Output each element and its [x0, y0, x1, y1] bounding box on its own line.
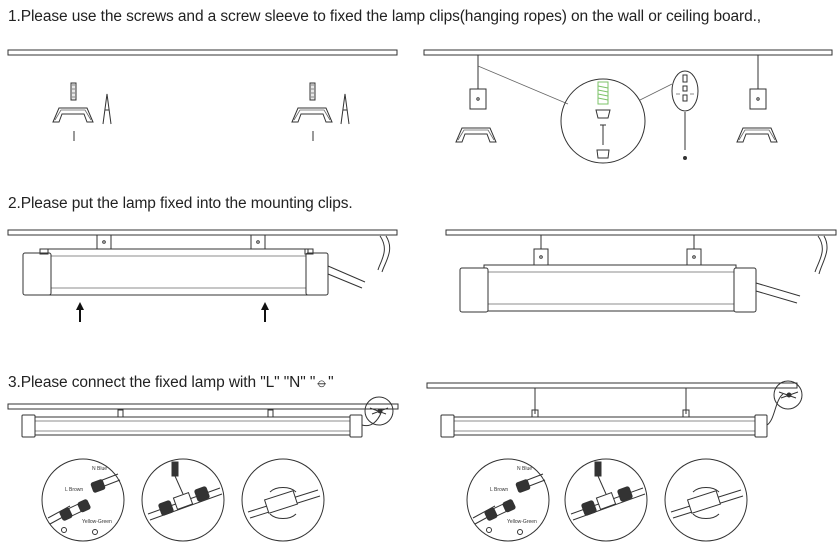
up-arrow-icon: [261, 302, 269, 322]
rope-hook-icon: [102, 93, 112, 125]
clip-assembly-left: [52, 82, 112, 141]
power-cable: [327, 265, 366, 283]
step-3-right-panel: N Blue L Brown Yellow-Green: [426, 380, 803, 542]
lamp-end-cap: [459, 267, 489, 313]
up-arrow-icon: [76, 302, 84, 322]
clip-assembly-right: [291, 82, 350, 141]
rotate-arrow-icon: [692, 487, 720, 493]
step-1-left-panel: [7, 49, 398, 141]
label-l-brown: L Brown: [65, 487, 83, 493]
mounting-clip: [96, 234, 112, 250]
mounting-clip: [533, 248, 549, 266]
ceiling-board: [426, 382, 798, 389]
label-ground: Yellow-Green: [82, 519, 112, 525]
step-2-title: 2.Please put the lamp fixed into the mou…: [8, 195, 353, 212]
sleeve-icon: [595, 109, 611, 119]
lamp-end-cap: [733, 267, 757, 313]
clip-icon: [455, 127, 497, 143]
rotate-arrow-icon: [269, 487, 297, 493]
rope-holder-icon: [469, 88, 487, 110]
wiring-detail-2: [141, 458, 225, 542]
spring-sleeve-icon: [597, 81, 609, 105]
wiring-detail-3: [241, 458, 325, 542]
screwdriver-icon: [594, 461, 607, 495]
ceiling-board: [7, 229, 398, 236]
lamp-body: [440, 416, 768, 436]
clip-icon: [291, 107, 333, 123]
screw-sleeve-icon: [70, 82, 77, 101]
wiring-detail-1: N Blue L Brown Yellow-Green: [41, 458, 125, 542]
step-2-left-panel: [7, 229, 398, 322]
ceiling-board: [7, 403, 399, 410]
screw-sleeve-icon: [309, 82, 316, 101]
power-cable: [361, 412, 382, 427]
ceiling-board: [423, 49, 833, 56]
step-3-left-panel: N Blue L Brown Yellow-Green: [7, 396, 399, 542]
connection-detail: [773, 380, 803, 410]
clip-icon: [52, 107, 94, 123]
mounting-clip: [686, 248, 702, 266]
connection-detail: [364, 396, 394, 426]
lamp-body: [21, 416, 363, 436]
wiring-detail-2: [564, 458, 648, 542]
rope-holder-icon: [749, 88, 767, 110]
label-ground: Yellow-Green: [507, 519, 537, 525]
clip-icon: [736, 127, 778, 143]
power-cable: [755, 282, 801, 297]
wiring-detail-1: N Blue L Brown Yellow-Green: [466, 458, 550, 542]
lamp-end-cap: [22, 252, 52, 296]
step-1-right-panel: [423, 49, 833, 164]
screwdriver-icon: [171, 461, 184, 495]
step-3-title: 3.Please connect the fixed lamp with "L"…: [8, 374, 334, 391]
label-l-brown: L Brown: [490, 487, 508, 493]
step-2-right-panel: [445, 229, 837, 313]
detail-magnifier: [560, 78, 646, 164]
label-n-blue: N Blue: [92, 466, 107, 472]
lamp-body: [47, 248, 309, 296]
ceiling-board: [445, 229, 837, 236]
step-1-title: 1.Please use the screws and a screw slee…: [8, 8, 762, 25]
power-cable: [766, 393, 784, 426]
ceiling-board: [7, 49, 398, 56]
label-n-blue: N Blue: [517, 466, 532, 472]
lamp-end-cap: [305, 252, 329, 296]
mounting-clip: [250, 234, 266, 250]
rope-hook-icon: [340, 93, 350, 125]
wiring-detail-3: [664, 458, 748, 542]
